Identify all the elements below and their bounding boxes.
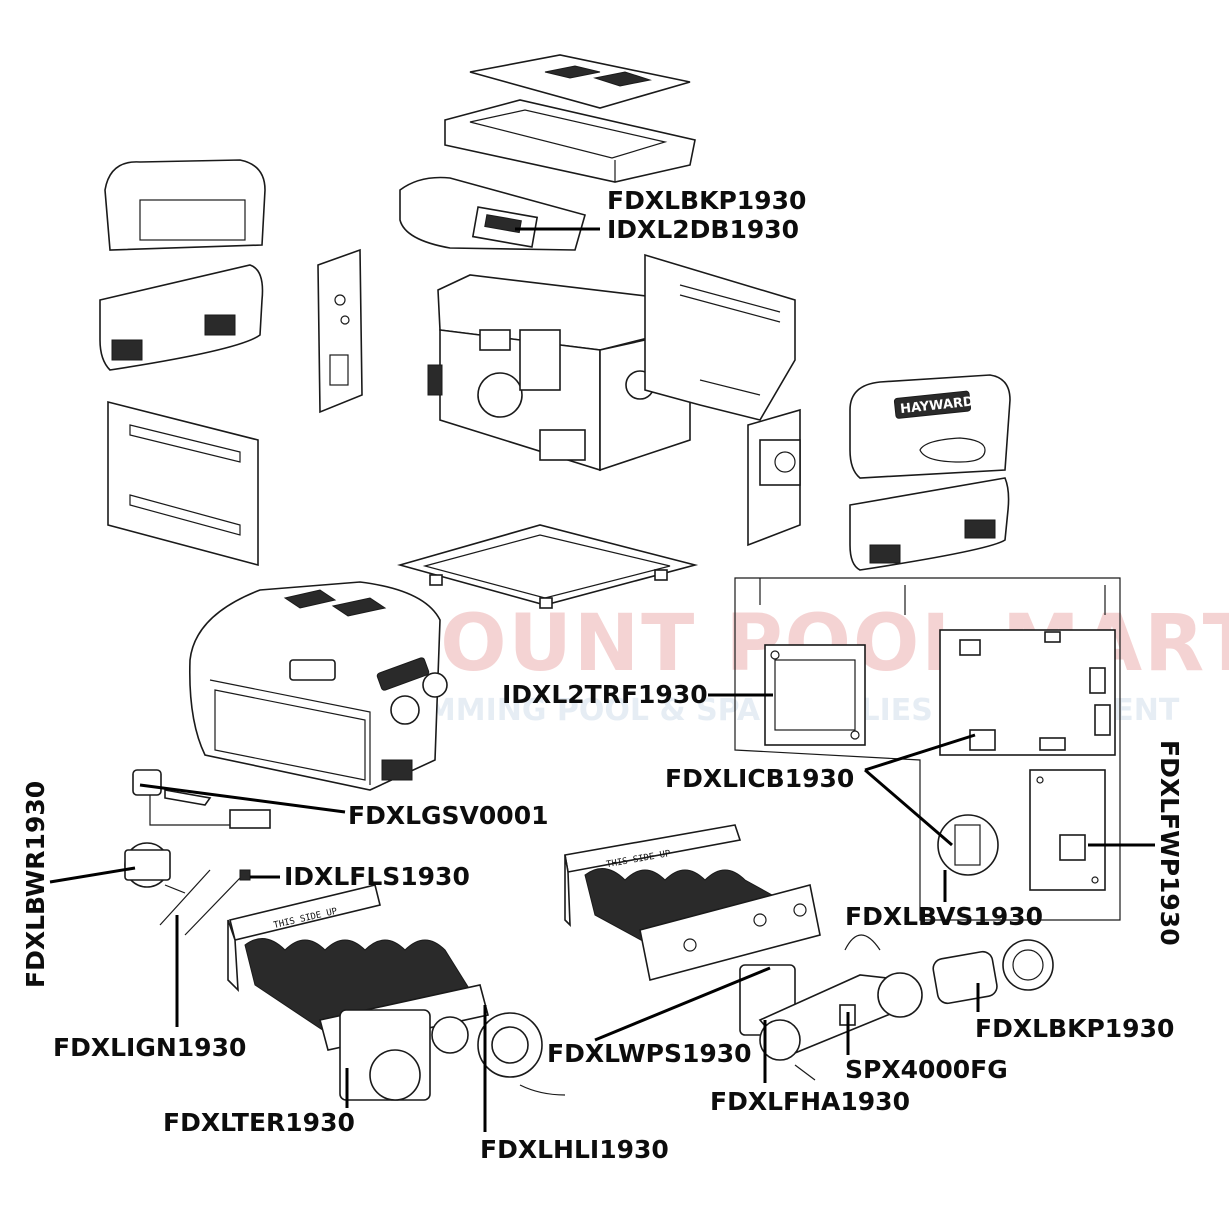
leader-water-pressure-switch (594, 966, 771, 1042)
left-side-panel (107, 400, 259, 567)
front-top-panel (399, 176, 586, 251)
gas-valve-assembly (132, 769, 271, 829)
left-header-assembly (339, 1009, 566, 1101)
igniter-and-sensor (159, 869, 251, 936)
leader-blower (49, 866, 136, 884)
label-igniter: FDXLIGN1930 (53, 1033, 246, 1062)
label-bypass: FDXLBKP1930 (975, 1014, 1174, 1043)
label-transformer: IDXL2TRF1930 (502, 680, 708, 709)
left-upper-cover (99, 159, 266, 371)
transformer (764, 644, 866, 746)
blower (124, 842, 186, 894)
leader-control-board-2 (864, 768, 953, 847)
label-control-board: FDXLICB1930 (665, 764, 854, 793)
ignition-control-board (939, 629, 1116, 756)
inner-bracket-panel (317, 248, 363, 414)
vent-pressure-switch (937, 814, 999, 876)
label-flow-header: FDXLFHA1930 (710, 1087, 910, 1116)
rear-louver-panel (644, 253, 796, 421)
leader-control-board-1 (864, 733, 976, 772)
control-board-enclosure (734, 577, 1121, 921)
label-flame-sensor: IDXLFLS1930 (284, 862, 470, 891)
label-display-board: IDXL2DB1930 (607, 215, 799, 244)
assembled-heater (188, 581, 448, 791)
bypass-fittings (932, 939, 1054, 1005)
right-side-bracket (747, 408, 801, 547)
label-vent-switch: FDXLBVS1930 (845, 902, 1043, 931)
label-flow-board: FDXLFWP1930 (1155, 740, 1184, 946)
flow-board (1029, 769, 1106, 891)
part-labels: FDXLBKP1930 IDXL2DB1930 IDXL2TRF1930 FDX… (21, 186, 1184, 1164)
right-front-cover: HAYWARD (849, 374, 1011, 571)
right-header-assembly (739, 934, 923, 1081)
label-terminal: FDXLTER1930 (163, 1108, 355, 1137)
label-hi-limit: FDXLHLI1930 (480, 1135, 669, 1164)
label-drain-plug: SPX4000FG (845, 1055, 1008, 1084)
label-water-pressure-switch: FDXLWPS1930 (547, 1039, 752, 1068)
leader-lines (49, 227, 1155, 1132)
label-blower: FDXLBWR1930 (21, 781, 50, 988)
right-heat-exchanger: THIS SIDE UP (564, 824, 821, 981)
top-lid-panel (469, 54, 691, 109)
top-frame (444, 99, 696, 183)
label-gas-valve: FDXLGSV0001 (348, 801, 549, 830)
label-top-panel: FDXLBKP1930 (607, 186, 806, 215)
leader-gas-valve (139, 783, 346, 814)
base-tray (397, 524, 699, 609)
